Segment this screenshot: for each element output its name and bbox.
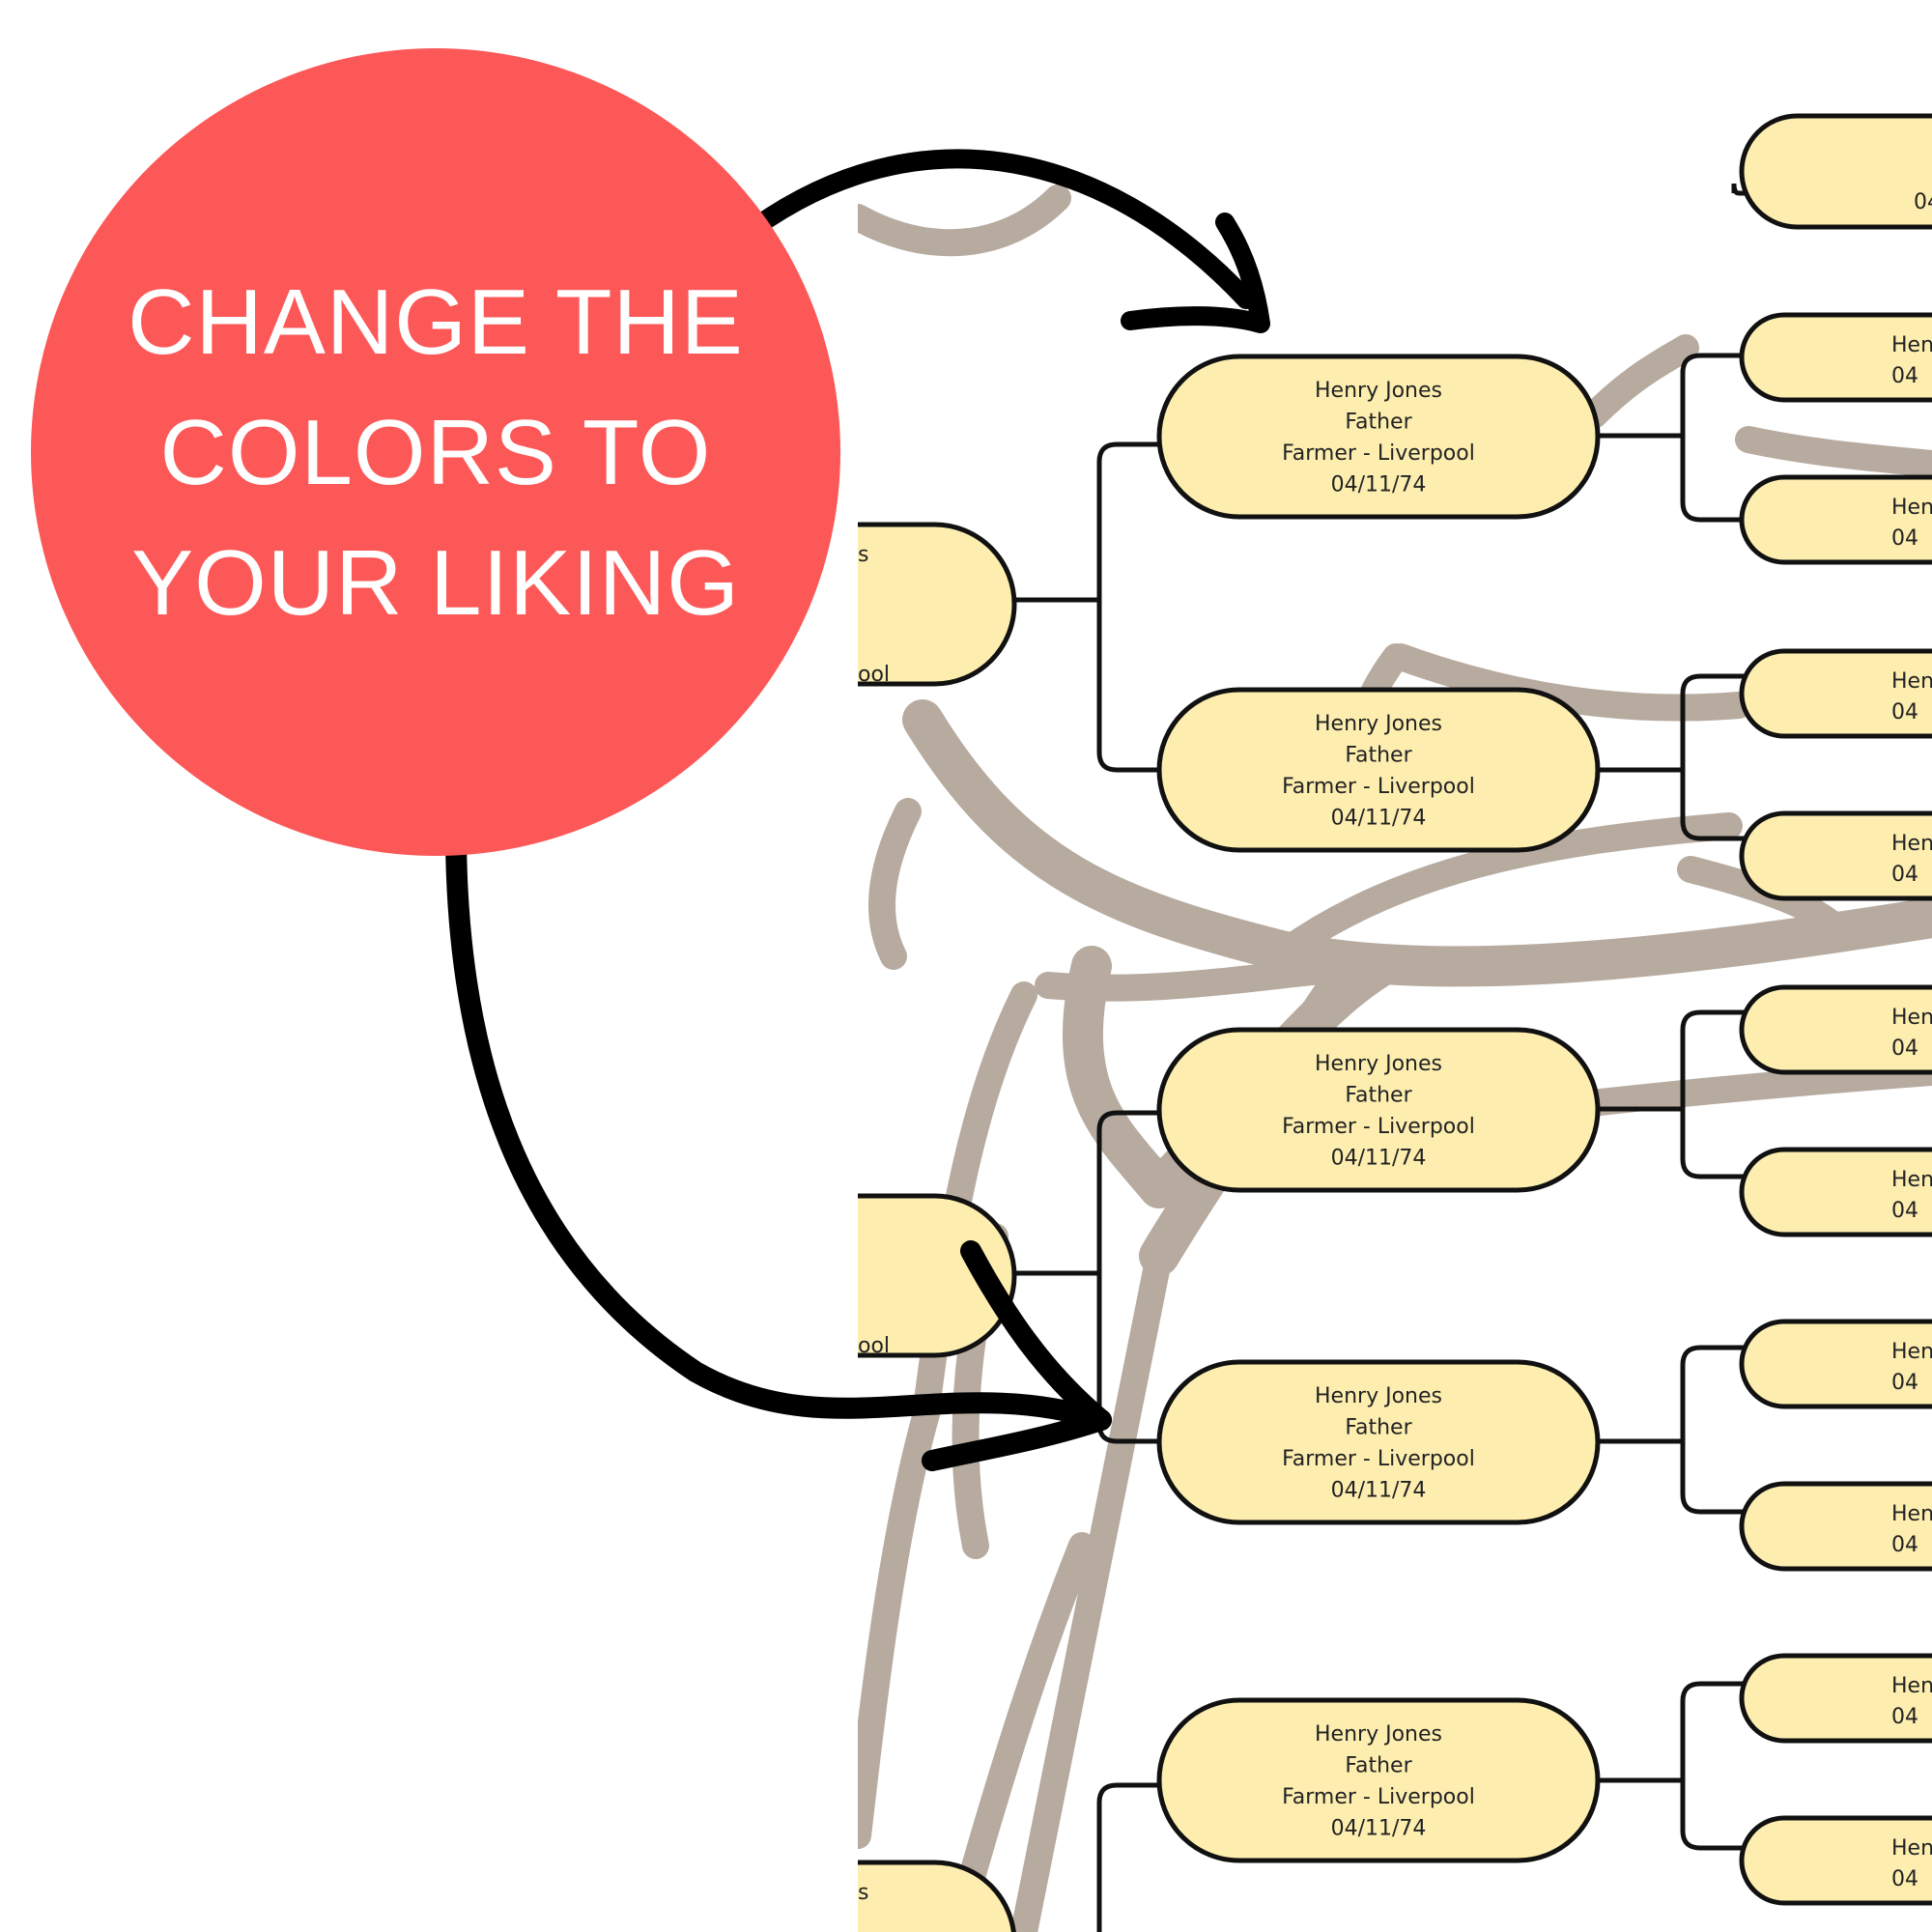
parent-card-text: Henry Jones [1315, 1384, 1442, 1408]
parent-card-text: 04/11/74 [1331, 473, 1427, 497]
parent-card-text: Henry Jones [1315, 1722, 1442, 1747]
grandparent-card-text: 04 [1891, 1705, 1918, 1729]
child-card [858, 1860, 1016, 1932]
grandparent-bracket [1680, 1009, 1750, 1179]
background-art-stroke [868, 798, 922, 970]
grandparent-card [1739, 312, 1932, 403]
arrow-top-shaft [726, 149, 1256, 309]
parent-card [1156, 1359, 1601, 1525]
parent-card-text: 04/11/74 [1331, 1817, 1427, 1841]
background-art-stroke [1735, 426, 1932, 477]
grandparent-card-text: 04 [1914, 190, 1932, 214]
parent-card-text: Farmer - Liverpool [1282, 775, 1475, 799]
callout-circle: CHANGE THE COLORS TO YOUR LIKING [31, 48, 840, 856]
parent-card-text: Farmer - Liverpool [1282, 1785, 1475, 1809]
child-card [858, 1193, 1017, 1358]
parent-card-text: Henry Jones [1315, 379, 1442, 403]
grandparent-card-text: Hen [1891, 832, 1932, 856]
parent-card [1156, 1697, 1601, 1863]
grandparent-card-text: Hen [1891, 1836, 1932, 1861]
grandparent-bracket [1731, 183, 1750, 196]
parent-bracket [1096, 441, 1159, 773]
background-art-stroke [902, 699, 1932, 987]
child-card-text: s [858, 1881, 868, 1905]
parent-card-text: 04/11/74 [1331, 1479, 1427, 1503]
parent-card-text: Henry Jones [1315, 712, 1442, 736]
parent-card [1156, 687, 1601, 853]
background-art-stroke [858, 185, 1071, 257]
parent-card-text: Father [1345, 1084, 1412, 1108]
grandparent-card-text: 04 [1891, 863, 1918, 887]
grandparent-card-text: 04 [1891, 700, 1918, 724]
parent-bracket [1096, 1110, 1159, 1444]
grandparent-card-text: 04 [1891, 1199, 1918, 1223]
callout-line-1: CHANGE THE [128, 270, 744, 374]
grandparent-card-text: 04 [1891, 364, 1918, 388]
grandparent-bracket [1680, 1681, 1750, 1851]
grandparent-bracket [1680, 1345, 1750, 1515]
grandparent-card [1739, 1319, 1932, 1409]
arrow-bottom-head [922, 1240, 1112, 1471]
grandparent-card-text: Hen [1891, 1340, 1932, 1364]
parent-card-text: Father [1345, 1416, 1412, 1440]
background-art-stroke [1063, 946, 1179, 1208]
grandparent-bracket [1680, 673, 1750, 841]
background-art-stroke [1387, 643, 1752, 722]
grandparent-card-text: 04 [1891, 526, 1918, 551]
parent-card-text: Henry Jones [1315, 1052, 1442, 1076]
grandparent-card [1739, 648, 1932, 739]
grandparent-card-text: Hen [1891, 1674, 1932, 1698]
parent-card [1156, 354, 1601, 520]
grandparent-card-text: Hen [1891, 669, 1932, 694]
parent-card-text: Father [1345, 744, 1412, 768]
child-card-text: ool [858, 663, 890, 687]
background-art-stroke [1580, 334, 1699, 429]
arrow-bottom-shaft [444, 809, 1112, 1431]
grandparent-card-text: Hen [1891, 1006, 1932, 1030]
child-card-text: s [858, 543, 868, 567]
grandparent-card-text: 04 [1891, 1037, 1918, 1061]
grandparent-card-text: Hen [1891, 1502, 1932, 1526]
grandparent-card [1739, 474, 1932, 565]
parent-card-text: 04/11/74 [1331, 807, 1427, 831]
background-art-stroke [858, 1397, 941, 1849]
grandparent-card-text: Hen [1891, 1168, 1932, 1192]
arrows [444, 149, 1270, 1471]
grandparent-card [1739, 1147, 1932, 1237]
grandparent-card [1739, 1481, 1932, 1572]
tree-connectors [1009, 183, 1750, 1932]
grandparent-card-text: Hen [1891, 333, 1932, 357]
parent-card-text: Farmer - Liverpool [1282, 1447, 1475, 1471]
grandparent-card-text: 04 [1891, 1533, 1918, 1557]
background-art-stroke [1271, 812, 1743, 965]
grandparent-card-text: 04 [1891, 1371, 1918, 1395]
callout-line-2: COLORS TO [159, 400, 712, 504]
grandparent-card-text: 04 [1891, 1867, 1918, 1891]
parent-card-text: Farmer - Liverpool [1282, 1115, 1475, 1139]
parent-card-text: Father [1345, 411, 1412, 435]
grandparent-card [1739, 1653, 1932, 1744]
background-art-stroke [943, 1532, 1095, 1932]
parent-bracket [1096, 1782, 1159, 1932]
parent-card-text: Farmer - Liverpool [1282, 441, 1475, 466]
child-card [858, 522, 1017, 687]
grandparent-card [1739, 810, 1932, 901]
parent-card [1156, 1027, 1601, 1193]
parent-card-text: Father [1345, 1754, 1412, 1778]
arrow-top-head [1121, 213, 1270, 333]
grandparent-card [1739, 113, 1932, 230]
parent-card-text: 04/11/74 [1331, 1147, 1427, 1171]
background-art-stroke [1010, 1242, 1173, 1932]
grandparent-card [1739, 984, 1932, 1075]
grandparent-card [1739, 1815, 1932, 1906]
grandparent-card-text: Hen [1891, 496, 1932, 520]
child-card-text: ool [858, 1334, 890, 1358]
callout-line-3: YOUR LIKING [131, 530, 740, 635]
